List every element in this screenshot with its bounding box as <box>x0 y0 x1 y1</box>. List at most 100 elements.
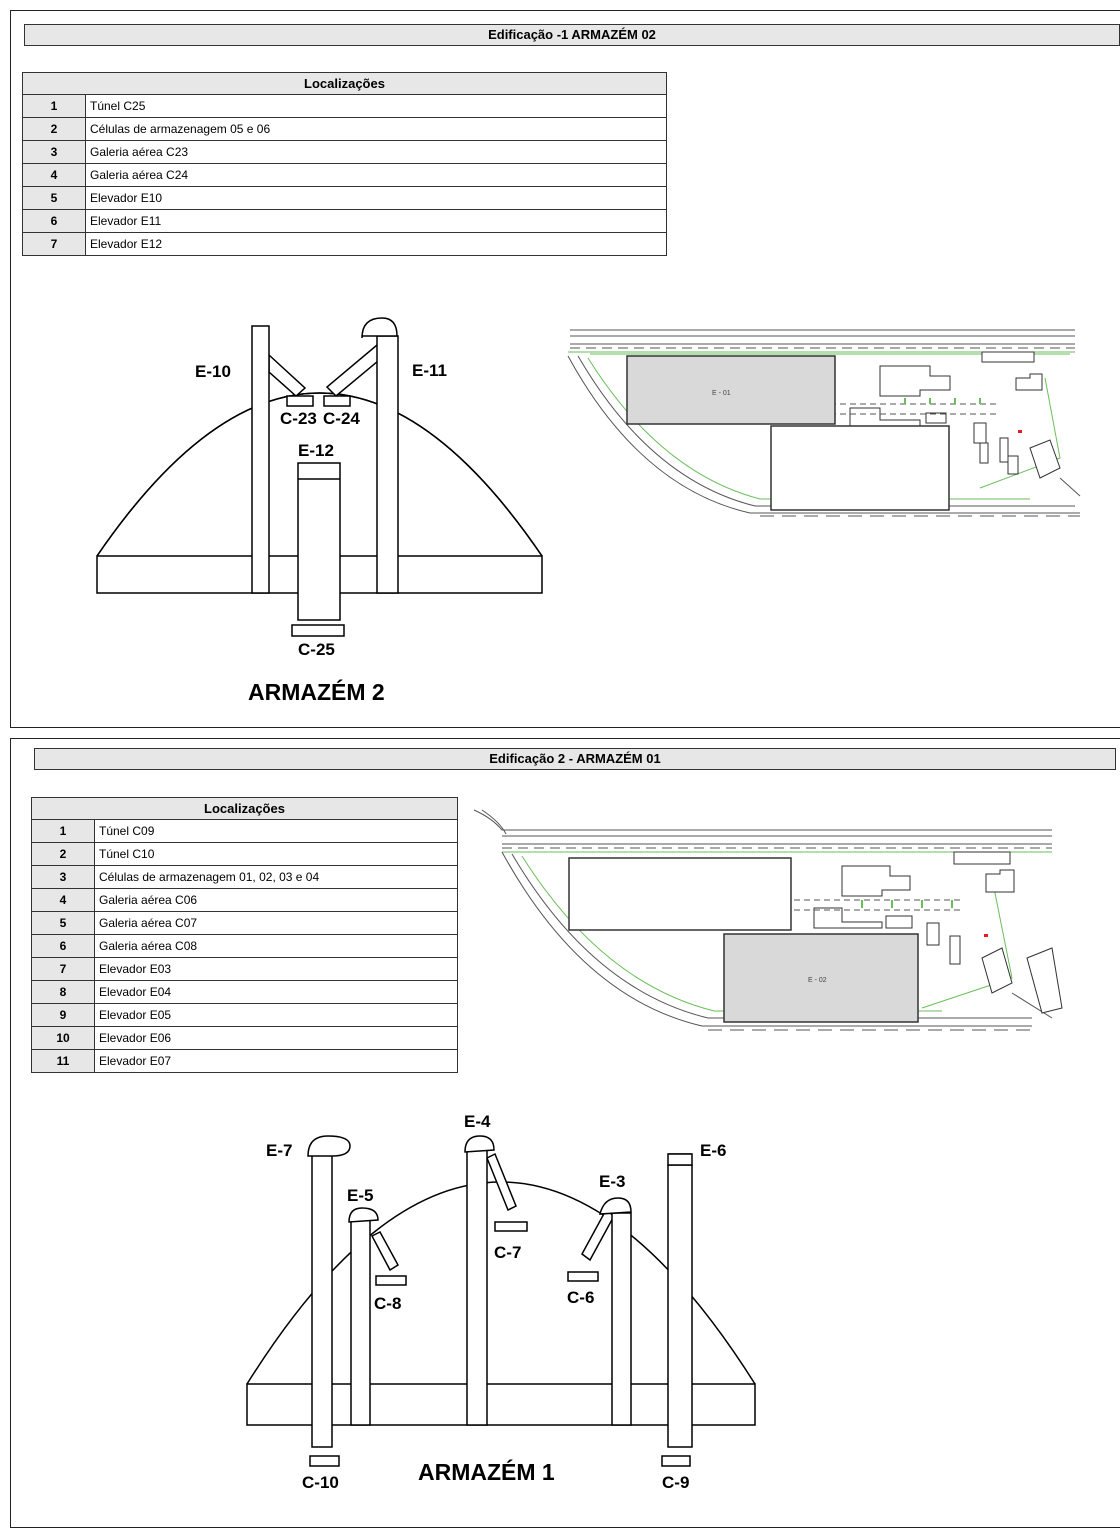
table-header: Localizações <box>22 72 667 95</box>
elevator-e3-head <box>599 1197 632 1215</box>
label-e5: E-5 <box>347 1186 373 1205</box>
diagram-name: ARMAZÉM 2 <box>248 678 385 705</box>
label-e7: E-7 <box>266 1141 292 1160</box>
label-e4: E-4 <box>464 1112 491 1131</box>
row-location: Túnel C25 <box>85 94 667 118</box>
label-c25: C-25 <box>298 640 335 659</box>
roof-arch-over <box>96 392 543 557</box>
row-number: 7 <box>31 957 95 981</box>
elevator-e3 <box>611 1212 632 1426</box>
gallery-c6 <box>581 1208 615 1262</box>
elevator-e7-head <box>307 1135 351 1157</box>
label-e10: E-10 <box>195 362 231 381</box>
row-number: 2 <box>22 117 86 141</box>
elevator-e7 <box>311 1152 333 1448</box>
panel1-title: Edificação -1 ARMAZÉM 02 <box>24 24 1120 46</box>
row-location: Elevador E03 <box>94 957 458 981</box>
label-c8: C-8 <box>374 1294 401 1313</box>
row-number: 5 <box>22 186 86 210</box>
building-e01 <box>626 355 836 425</box>
conveyor-c6 <box>567 1271 599 1282</box>
label-e6: E-6 <box>700 1141 726 1160</box>
elevator-e5-head <box>348 1207 379 1223</box>
elevator-e5 <box>350 1219 371 1426</box>
conveyor-c7 <box>494 1221 528 1232</box>
building-e02-outline <box>770 425 950 511</box>
conveyor-c8 <box>375 1275 407 1286</box>
row-number: 4 <box>31 888 95 912</box>
elevator-e4 <box>466 1149 488 1426</box>
label-c7: C-7 <box>494 1243 521 1262</box>
conveyor-c24 <box>323 395 351 407</box>
row-location: Elevador E07 <box>94 1049 458 1073</box>
elevator-e11-head <box>361 317 398 339</box>
building-label: E - 02 <box>808 977 827 984</box>
row-location: Elevador E05 <box>94 1003 458 1027</box>
row-location: Túnel C09 <box>94 819 458 843</box>
row-number: 11 <box>31 1049 95 1073</box>
label-e12: E-12 <box>298 441 334 460</box>
elevator-e12 <box>297 462 341 621</box>
label-e11: E-11 <box>412 361 447 380</box>
conveyor-c10 <box>309 1455 340 1467</box>
gallery-c8 <box>370 1231 399 1272</box>
row-number: 6 <box>31 934 95 958</box>
elevator-e6 <box>667 1164 693 1448</box>
panel-armazem-02 <box>10 10 1120 728</box>
gallery-c7 <box>486 1152 517 1212</box>
label-c6: C-6 <box>567 1288 594 1307</box>
elevator-e4-head <box>464 1135 495 1153</box>
row-number: 6 <box>22 209 86 233</box>
panel2-title: Edificação 2 - ARMAZÉM 01 <box>34 748 1116 770</box>
label-e3: E-3 <box>599 1172 625 1191</box>
conveyor-c23 <box>286 395 314 407</box>
row-number: 4 <box>22 163 86 187</box>
row-number: 1 <box>22 94 86 118</box>
row-location: Células de armazenagem 01, 02, 03 e 04 <box>94 865 458 889</box>
site-plan-1: E - 01 <box>567 329 1081 517</box>
label-c23: C-23 <box>280 409 317 428</box>
row-number: 9 <box>31 1003 95 1027</box>
conveyor-c25 <box>291 624 345 637</box>
row-location: Túnel C10 <box>94 842 458 866</box>
building-label: E - 01 <box>712 390 731 397</box>
table-header: Localizações <box>31 797 458 820</box>
row-number: 7 <box>22 232 86 256</box>
row-location: Elevador E10 <box>85 186 667 210</box>
label-c9: C-9 <box>662 1473 689 1492</box>
elevator-e10 <box>251 325 270 594</box>
building-e02 <box>723 933 919 1023</box>
row-location: Células de armazenagem 05 e 06 <box>85 117 667 141</box>
site-plan-2: E - 02 <box>473 809 1063 1031</box>
row-location: Galeria aérea C23 <box>85 140 667 164</box>
label-c24: C-24 <box>323 409 360 428</box>
row-location: Elevador E12 <box>85 232 667 256</box>
armazem-2-diagram: E-10 E-11 E-12 C-23 C-24 C-25 ARMAZÉM 2 <box>96 317 543 705</box>
row-location: Galeria aérea C07 <box>94 911 458 935</box>
building-e01-outline <box>568 857 792 931</box>
conveyor-c9 <box>661 1455 691 1467</box>
row-location: Galeria aérea C08 <box>94 934 458 958</box>
row-number: 5 <box>31 911 95 935</box>
row-location: Elevador E04 <box>94 980 458 1004</box>
